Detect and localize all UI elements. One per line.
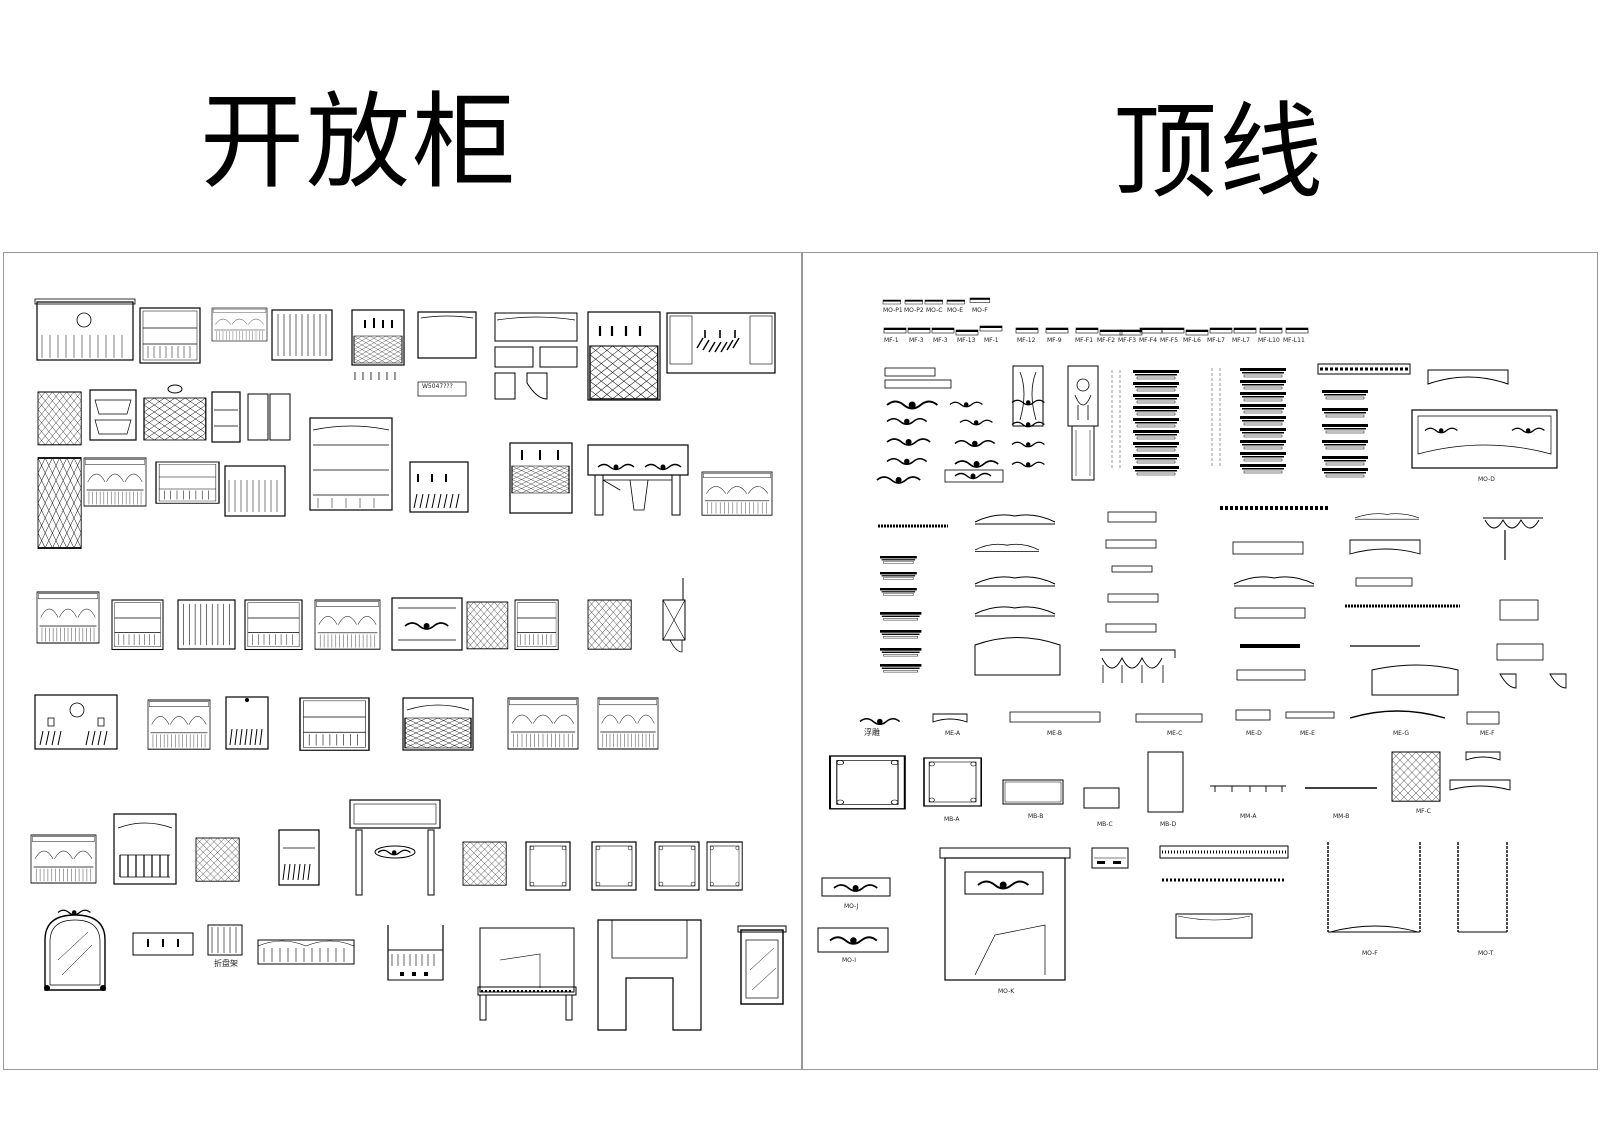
cabinet-clock [34, 298, 136, 361]
svg-text:MO-T: MO-T [1478, 950, 1494, 957]
svg-text:MB-C: MB-C [1097, 821, 1113, 828]
svg-text:MB-D: MB-D [1160, 821, 1176, 828]
svg-text:MO-J: MO-J [844, 903, 859, 910]
carved-panels-left: MO-J MO-I [817, 877, 891, 964]
carved-ornaments [876, 367, 1046, 484]
svg-text:MF-12: MF-12 [1017, 337, 1036, 344]
rack-caption: 折盘架 [214, 958, 238, 968]
svg-text:MF-3: MF-3 [933, 337, 948, 344]
svg-text:MO-C: MO-C [926, 307, 942, 314]
cornice-long [1159, 845, 1289, 939]
svg-text:MF-F4: MF-F4 [1139, 337, 1157, 344]
hanging-rail-left: MO-F [1327, 842, 1421, 957]
me-series-row: 浮雕 ME-A ME-B ME-C ME-D ME-E ME-G ME-F [859, 709, 1500, 737]
plate-rack-small [409, 461, 469, 513]
svg-text:MO-P2: MO-P2 [904, 307, 924, 314]
svg-text:MF-L10: MF-L10 [1258, 337, 1280, 344]
valance-grid [878, 506, 1567, 696]
cabinet-shelf-wide [494, 312, 578, 400]
moulding-profiles-row: MF-1 MF-3 MF-3 MF-13 MF-1 MF-12 MF-9 MF-… [883, 325, 1309, 344]
hanging-rack [387, 925, 444, 981]
crown-moulding-drawings: MO-P1 MO-P2 MO-C MO-E MO-F MF-1 MF- [817, 297, 1567, 995]
fireplace-cabinet [587, 444, 689, 516]
stacked-mouldings-c [1317, 363, 1411, 478]
svg-text:MF-L7: MF-L7 [1232, 337, 1250, 344]
svg-text:MF-1: MF-1 [884, 337, 899, 344]
svg-text:浮雕: 浮雕 [864, 727, 880, 737]
arch-opening [597, 919, 702, 1031]
svg-text:MF-L11: MF-L11 [1283, 337, 1305, 344]
corner-shelf [662, 578, 686, 653]
fireplace-mantel [349, 799, 441, 896]
svg-text:MM-B: MM-B [1333, 813, 1349, 820]
plate-rack-narrow [278, 829, 320, 886]
svg-text:ME-A: ME-A [945, 730, 961, 737]
wine-cabinet-mid [509, 442, 573, 514]
title-crown-moulding: 顶线 [1113, 91, 1326, 213]
svg-text:MF-1: MF-1 [984, 337, 999, 344]
lattice-cabinet-wide [402, 697, 474, 751]
svg-text:MO-F: MO-F [972, 307, 988, 314]
stacked-mouldings-b [1211, 367, 1287, 474]
hood-panel: MO-K [939, 847, 1071, 995]
mb-series-row: MB-A MB-B MB-C MB-D MM-A MM-B MF-C [828, 751, 1511, 828]
svg-text:MF-13: MF-13 [957, 337, 976, 344]
svg-text:ME-C: ME-C [1167, 730, 1182, 737]
wine-cabinet-tall [587, 311, 661, 401]
svg-text:MO-K: MO-K [998, 988, 1015, 995]
svg-text:MO-F: MO-F [1362, 950, 1378, 957]
svg-text:MO-P1: MO-P1 [883, 307, 903, 314]
crown-moulding-panel [801, 252, 1598, 1070]
svg-text:MB-B: MB-B [1028, 813, 1043, 820]
open-cabinet-drawings: W5047??? [30, 298, 787, 1031]
carved-corbels [1012, 365, 1099, 481]
table-frame [477, 927, 577, 1021]
svg-text:MO-D: MO-D [1478, 476, 1495, 483]
svg-text:MB-A: MB-A [944, 816, 960, 823]
svg-text:MO-E: MO-E [947, 307, 963, 314]
baluster-cabinet [113, 813, 177, 885]
svg-text:MF-F3: MF-F3 [1118, 337, 1136, 344]
svg-text:MF-L7: MF-L7 [1207, 337, 1225, 344]
svg-text:MM-A: MM-A [1240, 813, 1257, 820]
tall-mirror [737, 925, 787, 1005]
baluster-rail [257, 939, 355, 965]
svg-text:MF-C: MF-C [1416, 808, 1431, 815]
svg-text:ME-E: ME-E [1300, 730, 1315, 737]
left-stacked-cornices [879, 555, 922, 673]
open-cabinet-panel [3, 252, 803, 1070]
moulding-profiles-top: MO-P1 MO-P2 MO-C MO-E MO-F [882, 297, 991, 314]
svg-text:ME-G: ME-G [1393, 730, 1409, 737]
svg-text:ME-B: ME-B [1047, 730, 1062, 737]
basket-cabinet [89, 389, 137, 441]
arched-valance-large: MO-D [1411, 369, 1558, 483]
hanging-rail-right: MO-T [1457, 842, 1508, 957]
svg-text:MF-F5: MF-F5 [1160, 337, 1178, 344]
svg-text:MF-F1: MF-F1 [1075, 337, 1093, 344]
svg-text:MF-L6: MF-L6 [1183, 337, 1201, 344]
svg-text:ME-F: ME-F [1480, 730, 1495, 737]
wine-cabinet-bottles [351, 309, 405, 380]
arched-mirror [44, 909, 106, 991]
stacked-mouldings-a [1111, 369, 1180, 476]
clock-cabinet-wide [34, 694, 118, 750]
svg-text:MO-I: MO-I [842, 957, 856, 964]
svg-text:MF-9: MF-9 [1047, 337, 1062, 344]
svg-text:MF-3: MF-3 [909, 337, 924, 344]
plate-rack-mini [225, 696, 269, 750]
svg-text:W5047???: W5047??? [422, 383, 453, 390]
svg-text:ME-D: ME-D [1246, 730, 1262, 737]
small-drawer [1091, 847, 1129, 869]
plate-rack-cabinet [666, 312, 776, 374]
svg-text:MF-F2: MF-F2 [1097, 337, 1115, 344]
title-open-cabinet: 开放柜 [200, 81, 519, 203]
